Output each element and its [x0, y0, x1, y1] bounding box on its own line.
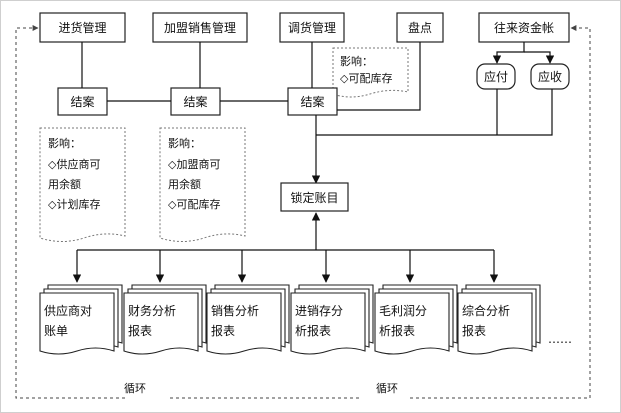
accounts-label: 往来资金帐	[494, 20, 554, 35]
payable-node: 应付	[476, 63, 516, 90]
accounts-box: 往来资金帐	[478, 12, 570, 43]
payable-label: 应付	[484, 69, 508, 84]
report-title-line: 账单	[44, 324, 68, 338]
franchise-sales-box: 加盟销售管理	[152, 12, 248, 43]
franchise-note-line-3: 用余额	[168, 177, 201, 191]
transfer-impact-note: 影响： ◇可配库存	[332, 47, 409, 98]
transfer-management-box: 调货管理	[279, 12, 345, 43]
purchase-settle-box: 结案	[57, 87, 108, 116]
report-title-line: 析报表	[295, 323, 331, 338]
report-title-line: 析报表	[379, 323, 415, 338]
inventory-count-box: 盘点	[396, 12, 444, 43]
purchase-note-line-3: 用余额	[48, 177, 81, 191]
purchase-impact-note: 影响： ◇供应商可 用余额 ◇计划库存	[39, 127, 126, 242]
purchase-note-line-1: 影响：	[48, 137, 81, 150]
report-title-line: 综合分析	[462, 303, 510, 318]
inventory-count-label: 盘点	[408, 20, 432, 35]
more-reports-ellipsis: ……	[548, 332, 572, 346]
loop-label-right: 循环	[376, 382, 398, 395]
purchase-settle-label: 结案	[70, 94, 94, 109]
lock-accounts-label: 锁定账目	[290, 190, 338, 205]
receivable-node: 应收	[530, 63, 570, 90]
transfer-settle-box: 结案	[287, 87, 338, 116]
purchase-management-label: 进货管理	[58, 20, 106, 35]
report-title-line: 报表	[462, 323, 486, 338]
lock-accounts-box: 锁定账目	[280, 182, 349, 212]
franchise-note-line-4: ◇可配库存	[168, 197, 220, 211]
receivable-label: 应收	[538, 69, 562, 84]
report-title-line: 销售分析	[211, 303, 259, 318]
franchise-note-line-1: 影响：	[168, 137, 201, 150]
franchise-impact-note: 影响： ◇加盟商可 用余额 ◇可配库存	[159, 127, 246, 242]
report-title-line: 毛利润分	[379, 304, 427, 318]
transfer-management-label: 调货管理	[288, 20, 336, 35]
transfer-note-line-1: 影响：	[340, 55, 373, 68]
transfer-settle-label: 结案	[300, 94, 324, 109]
report-title-line: 进销存分	[295, 304, 343, 318]
franchise-note-line-2: ◇加盟商可	[168, 157, 220, 171]
report-title-line: 财务分析	[128, 303, 176, 318]
purchase-note-line-4: ◇计划库存	[48, 197, 100, 211]
purchase-note-line-2: ◇供应商可	[48, 157, 100, 171]
loop-connector	[15, 25, 591, 399]
franchise-settle-label: 结案	[183, 94, 207, 109]
report-title-line: 报表	[211, 323, 235, 338]
report-title-line: 供应商对	[44, 303, 92, 318]
loop-label-left: 循环	[124, 382, 146, 395]
franchise-settle-box: 结案	[170, 87, 221, 116]
franchise-sales-label: 加盟销售管理	[164, 20, 236, 35]
report-title-line: 报表	[128, 323, 152, 338]
transfer-note-line-2: ◇可配库存	[340, 71, 392, 85]
purchase-management-box: 进货管理	[39, 12, 126, 43]
